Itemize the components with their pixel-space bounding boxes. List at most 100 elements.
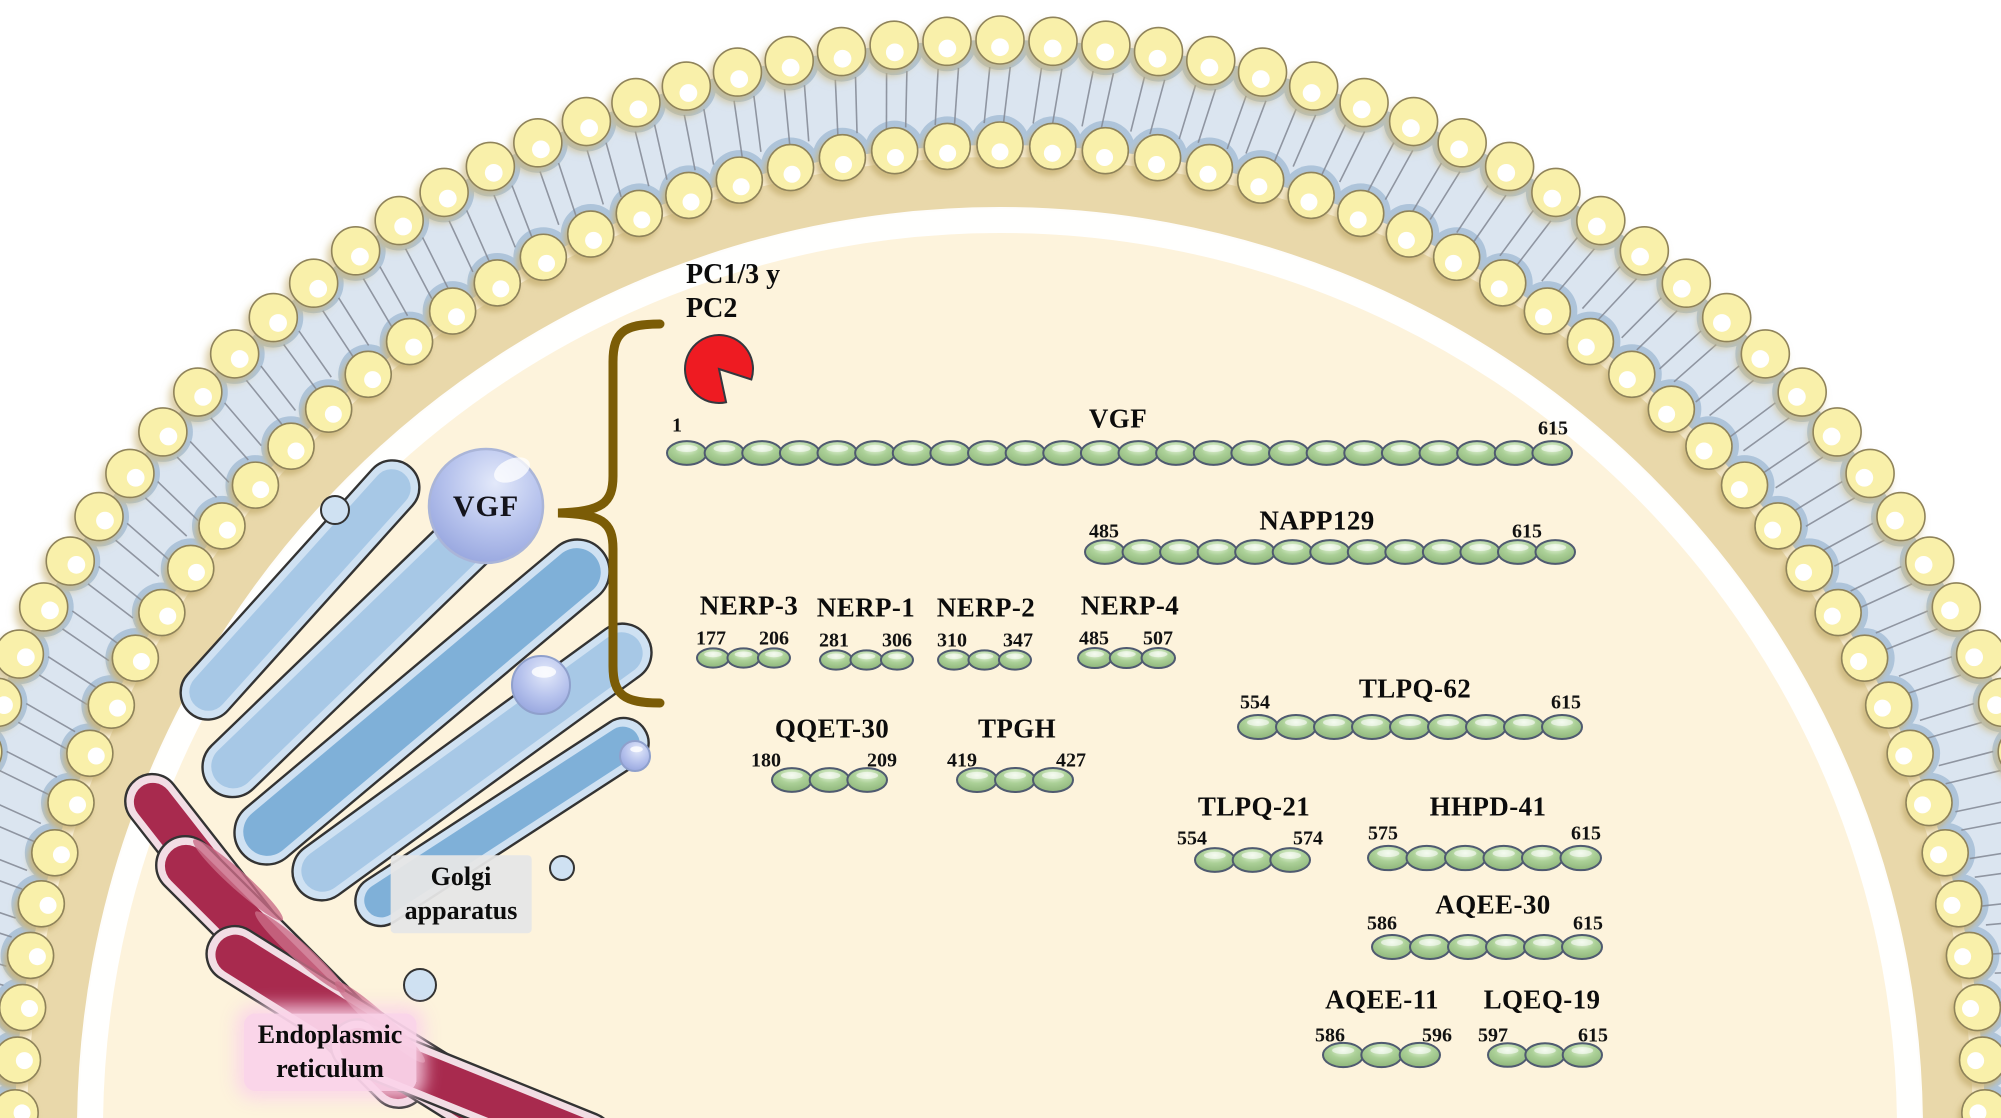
lipid-tail: [1411, 162, 1443, 212]
peptide-bead-sheen: [1052, 444, 1074, 453]
peptide-chain-AQEE-11: [1322, 1041, 1442, 1069]
peptide-bead: [666, 440, 708, 466]
membrane-head-highlight: [1930, 846, 1948, 864]
peptide-bead: [1077, 646, 1113, 670]
lipid-tail: [1775, 456, 1824, 489]
peptide-bead-sheen: [1377, 849, 1400, 858]
peptide-bead-sheen: [1353, 444, 1375, 453]
membrane-head-highlight: [1695, 442, 1713, 460]
membrane-head-highlight: [1873, 699, 1891, 717]
membrane-head-highlight: [492, 280, 510, 298]
brace: [557, 319, 665, 708]
peptide-bead-sheen: [939, 444, 962, 453]
membrane-head-highlight: [1535, 308, 1553, 326]
peptide-bead: [891, 440, 934, 466]
lipid-tail: [586, 150, 605, 205]
lipid-tail: [854, 76, 858, 134]
lipid-tail: [38, 674, 88, 706]
lipid-tail: [47, 656, 97, 688]
membrane-head-highlight: [833, 49, 852, 68]
peptide-bead-sheen: [966, 771, 988, 780]
membrane-head-highlight: [585, 231, 603, 249]
lipid-tail: [1927, 721, 1982, 739]
lipid-tail: [0, 911, 16, 919]
peptide-bead-sheen: [1323, 718, 1345, 727]
peptide-bead: [1004, 440, 1047, 466]
peptide-bead-sheen: [1457, 938, 1479, 947]
lipid-tail: [783, 89, 791, 146]
lipid-tail: [1762, 440, 1811, 474]
lipid-tail: [0, 932, 12, 938]
membrane-head-highlight: [324, 405, 342, 423]
lipid-tail: [1541, 236, 1579, 282]
lipid-tail: [337, 297, 370, 346]
lipid-tail: [1805, 497, 1856, 527]
lipid-tail: [953, 67, 960, 125]
peptide-bead: [778, 440, 821, 466]
membrane-head-highlight: [41, 601, 59, 620]
lipid-tail: [683, 114, 696, 171]
peptide-bead-sheen: [1571, 1046, 1594, 1055]
lipid-tail: [0, 858, 28, 872]
lipid-tail: [904, 71, 908, 128]
membrane-head-highlight: [732, 178, 750, 196]
peptide-bead: [816, 440, 859, 466]
peptide-bead: [1192, 440, 1235, 466]
membrane-head-highlight: [1096, 43, 1115, 62]
peptide-bead: [771, 767, 813, 793]
membrane-head-highlight: [252, 481, 270, 499]
peptide-bead-sheen: [1006, 653, 1024, 660]
membrane-head-highlight: [1967, 1052, 1985, 1070]
lipid-tail: [653, 124, 668, 180]
peptide-bead-sheen: [1244, 543, 1266, 552]
lipid-tail: [983, 66, 991, 124]
membrane-head-highlight: [0, 696, 13, 715]
lipid-tail: [87, 583, 134, 619]
lipid-tail: [1981, 903, 2001, 907]
lipid-tail: [634, 131, 650, 187]
peptide-bead-sheen: [1117, 651, 1136, 658]
membrane-head-highlight: [218, 521, 236, 539]
membrane-head-highlight: [1587, 217, 1606, 236]
membrane-head-highlight: [1401, 119, 1420, 138]
peptide-bead-sheen: [1408, 1046, 1431, 1055]
lipid-tail: [1149, 79, 1166, 135]
peptide-bead-sheen: [945, 653, 963, 660]
peptide-bead-sheen: [864, 444, 886, 453]
band-scallop: [1992, 730, 2001, 773]
peptide-chain-LQEQ-19: [1487, 1042, 1604, 1068]
membrane-head-highlight: [1850, 652, 1868, 670]
lipid-tail: [17, 721, 69, 751]
peptide-bead: [967, 649, 1002, 671]
membrane-head-highlight: [1965, 648, 1984, 667]
lipid-tail: [1597, 278, 1638, 321]
peptide-bead: [997, 649, 1032, 671]
peptide-bead: [846, 767, 889, 793]
lipid-tail: [1338, 131, 1366, 183]
lipid-tail: [448, 220, 474, 273]
membrane-head-highlight: [1987, 696, 2001, 715]
golgi-apparatus: [179, 459, 653, 1002]
peptide-bead: [1443, 844, 1487, 872]
transport-vesicle: [511, 655, 571, 715]
peptide-bead-sheen: [1315, 444, 1338, 453]
peptide-bead-sheen: [1571, 938, 1593, 947]
lipid-tail: [1051, 68, 1063, 125]
peptide-bead: [1371, 934, 1413, 960]
peptide-bead-sheen: [675, 444, 698, 453]
membrane-head-highlight: [87, 747, 105, 765]
lipid-tail: [1384, 150, 1414, 201]
peptide-bead: [1271, 539, 1314, 565]
peptide-bead-sheen: [1544, 543, 1567, 552]
lipid-tail: [1974, 872, 2001, 879]
peptide-bead: [1534, 539, 1577, 565]
membrane-head-highlight: [309, 279, 328, 298]
peptide-bead-sheen: [704, 651, 722, 658]
peptide-chain-NERP-1: [819, 649, 914, 671]
peptide-bead-sheen: [1085, 651, 1104, 658]
membrane-head-highlight: [1822, 427, 1841, 446]
peptide-bead: [1503, 714, 1545, 740]
peptide-bead: [1398, 1041, 1442, 1069]
peptide-chain-AQEE-30: [1371, 934, 1603, 960]
